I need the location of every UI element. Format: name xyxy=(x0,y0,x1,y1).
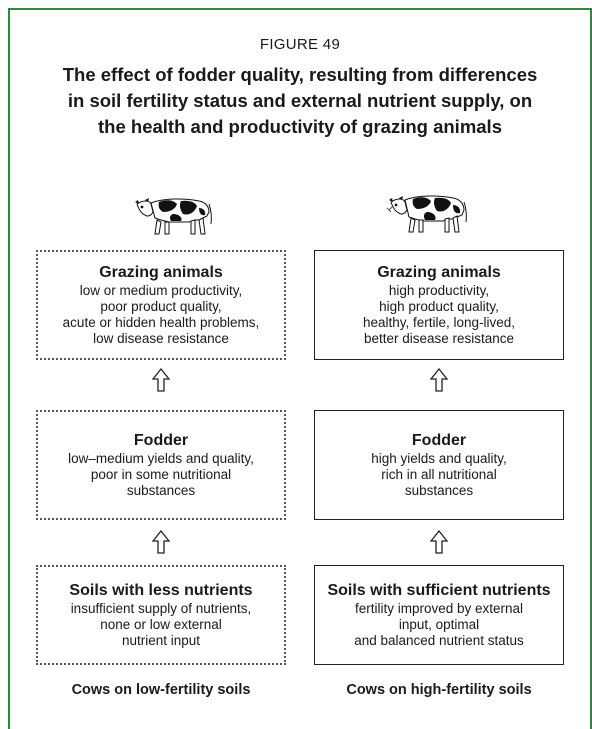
left-caption: Cows on low-fertility soils xyxy=(71,682,251,698)
right-fodder-box: Fodder high yields and quality, rich in … xyxy=(314,410,564,520)
up-arrow-icon xyxy=(152,368,170,392)
box-title: Soils with sufficient nutrients xyxy=(327,582,551,599)
figure-title-line: in soil fertility status and external nu… xyxy=(67,90,533,111)
up-arrow-icon xyxy=(430,368,448,392)
box-line: poor product quality, xyxy=(100,299,222,314)
figure-frame-right xyxy=(590,8,592,729)
box-line: none or low external xyxy=(100,617,222,632)
cow-icon xyxy=(387,195,467,233)
box-title: Fodder xyxy=(411,432,467,449)
box-line: healthy, fertile, long-lived, xyxy=(362,315,516,330)
box-line: substances xyxy=(404,483,474,498)
box-title: Grazing animals xyxy=(99,264,223,281)
up-arrow-icon xyxy=(430,530,448,554)
box-line: poor in some nutritional xyxy=(90,467,232,482)
figure-frame-top xyxy=(8,8,592,10)
box-title: Soils with less nutrients xyxy=(69,582,253,599)
right-caption: Cows on high-fertility soils xyxy=(346,682,532,698)
figure-title-line: The effect of fodder quality, resulting … xyxy=(62,64,538,85)
box-line: acute or hidden health problems, xyxy=(62,315,260,330)
box-line: fertility improved by external xyxy=(354,601,524,616)
figure-frame-left xyxy=(8,8,10,729)
box-line: high product quality, xyxy=(379,299,499,314)
up-arrow-icon xyxy=(152,530,170,554)
right-soils-box: Soils with sufficient nutrients fertilit… xyxy=(314,565,564,665)
figure-title-line: the health and productivity of grazing a… xyxy=(98,116,502,137)
box-line: low or medium productivity, xyxy=(79,283,243,298)
box-line: nutrient input xyxy=(121,633,201,648)
box-line: better disease resistance xyxy=(363,331,515,346)
box-line: low disease resistance xyxy=(93,331,229,346)
box-line: rich in all nutritional xyxy=(381,467,497,482)
box-line: substances xyxy=(126,483,196,498)
box-title: Grazing animals xyxy=(377,264,501,281)
box-line: input, optimal xyxy=(398,617,480,632)
left-fodder-box: Fodder low–medium yields and quality, po… xyxy=(36,410,286,520)
right-animals-box: Grazing animals high productivity, high … xyxy=(314,250,564,360)
box-line: high yields and quality, xyxy=(371,451,507,466)
figure-label: FIGURE 49 xyxy=(259,36,341,53)
box-line: low–medium yields and quality, xyxy=(68,451,254,466)
box-line: and balanced nutrient status xyxy=(354,633,524,648)
box-line: high productivity, xyxy=(388,283,490,298)
box-title: Fodder xyxy=(133,432,189,449)
figure-title: The effect of fodder quality, resulting … xyxy=(22,62,578,140)
left-soils-box: Soils with less nutrients insufficient s… xyxy=(36,565,286,665)
left-animals-box: Grazing animals low or medium productivi… xyxy=(36,250,286,360)
box-line: insufficient supply of nutrients, xyxy=(70,601,252,616)
cow-icon xyxy=(135,198,212,235)
